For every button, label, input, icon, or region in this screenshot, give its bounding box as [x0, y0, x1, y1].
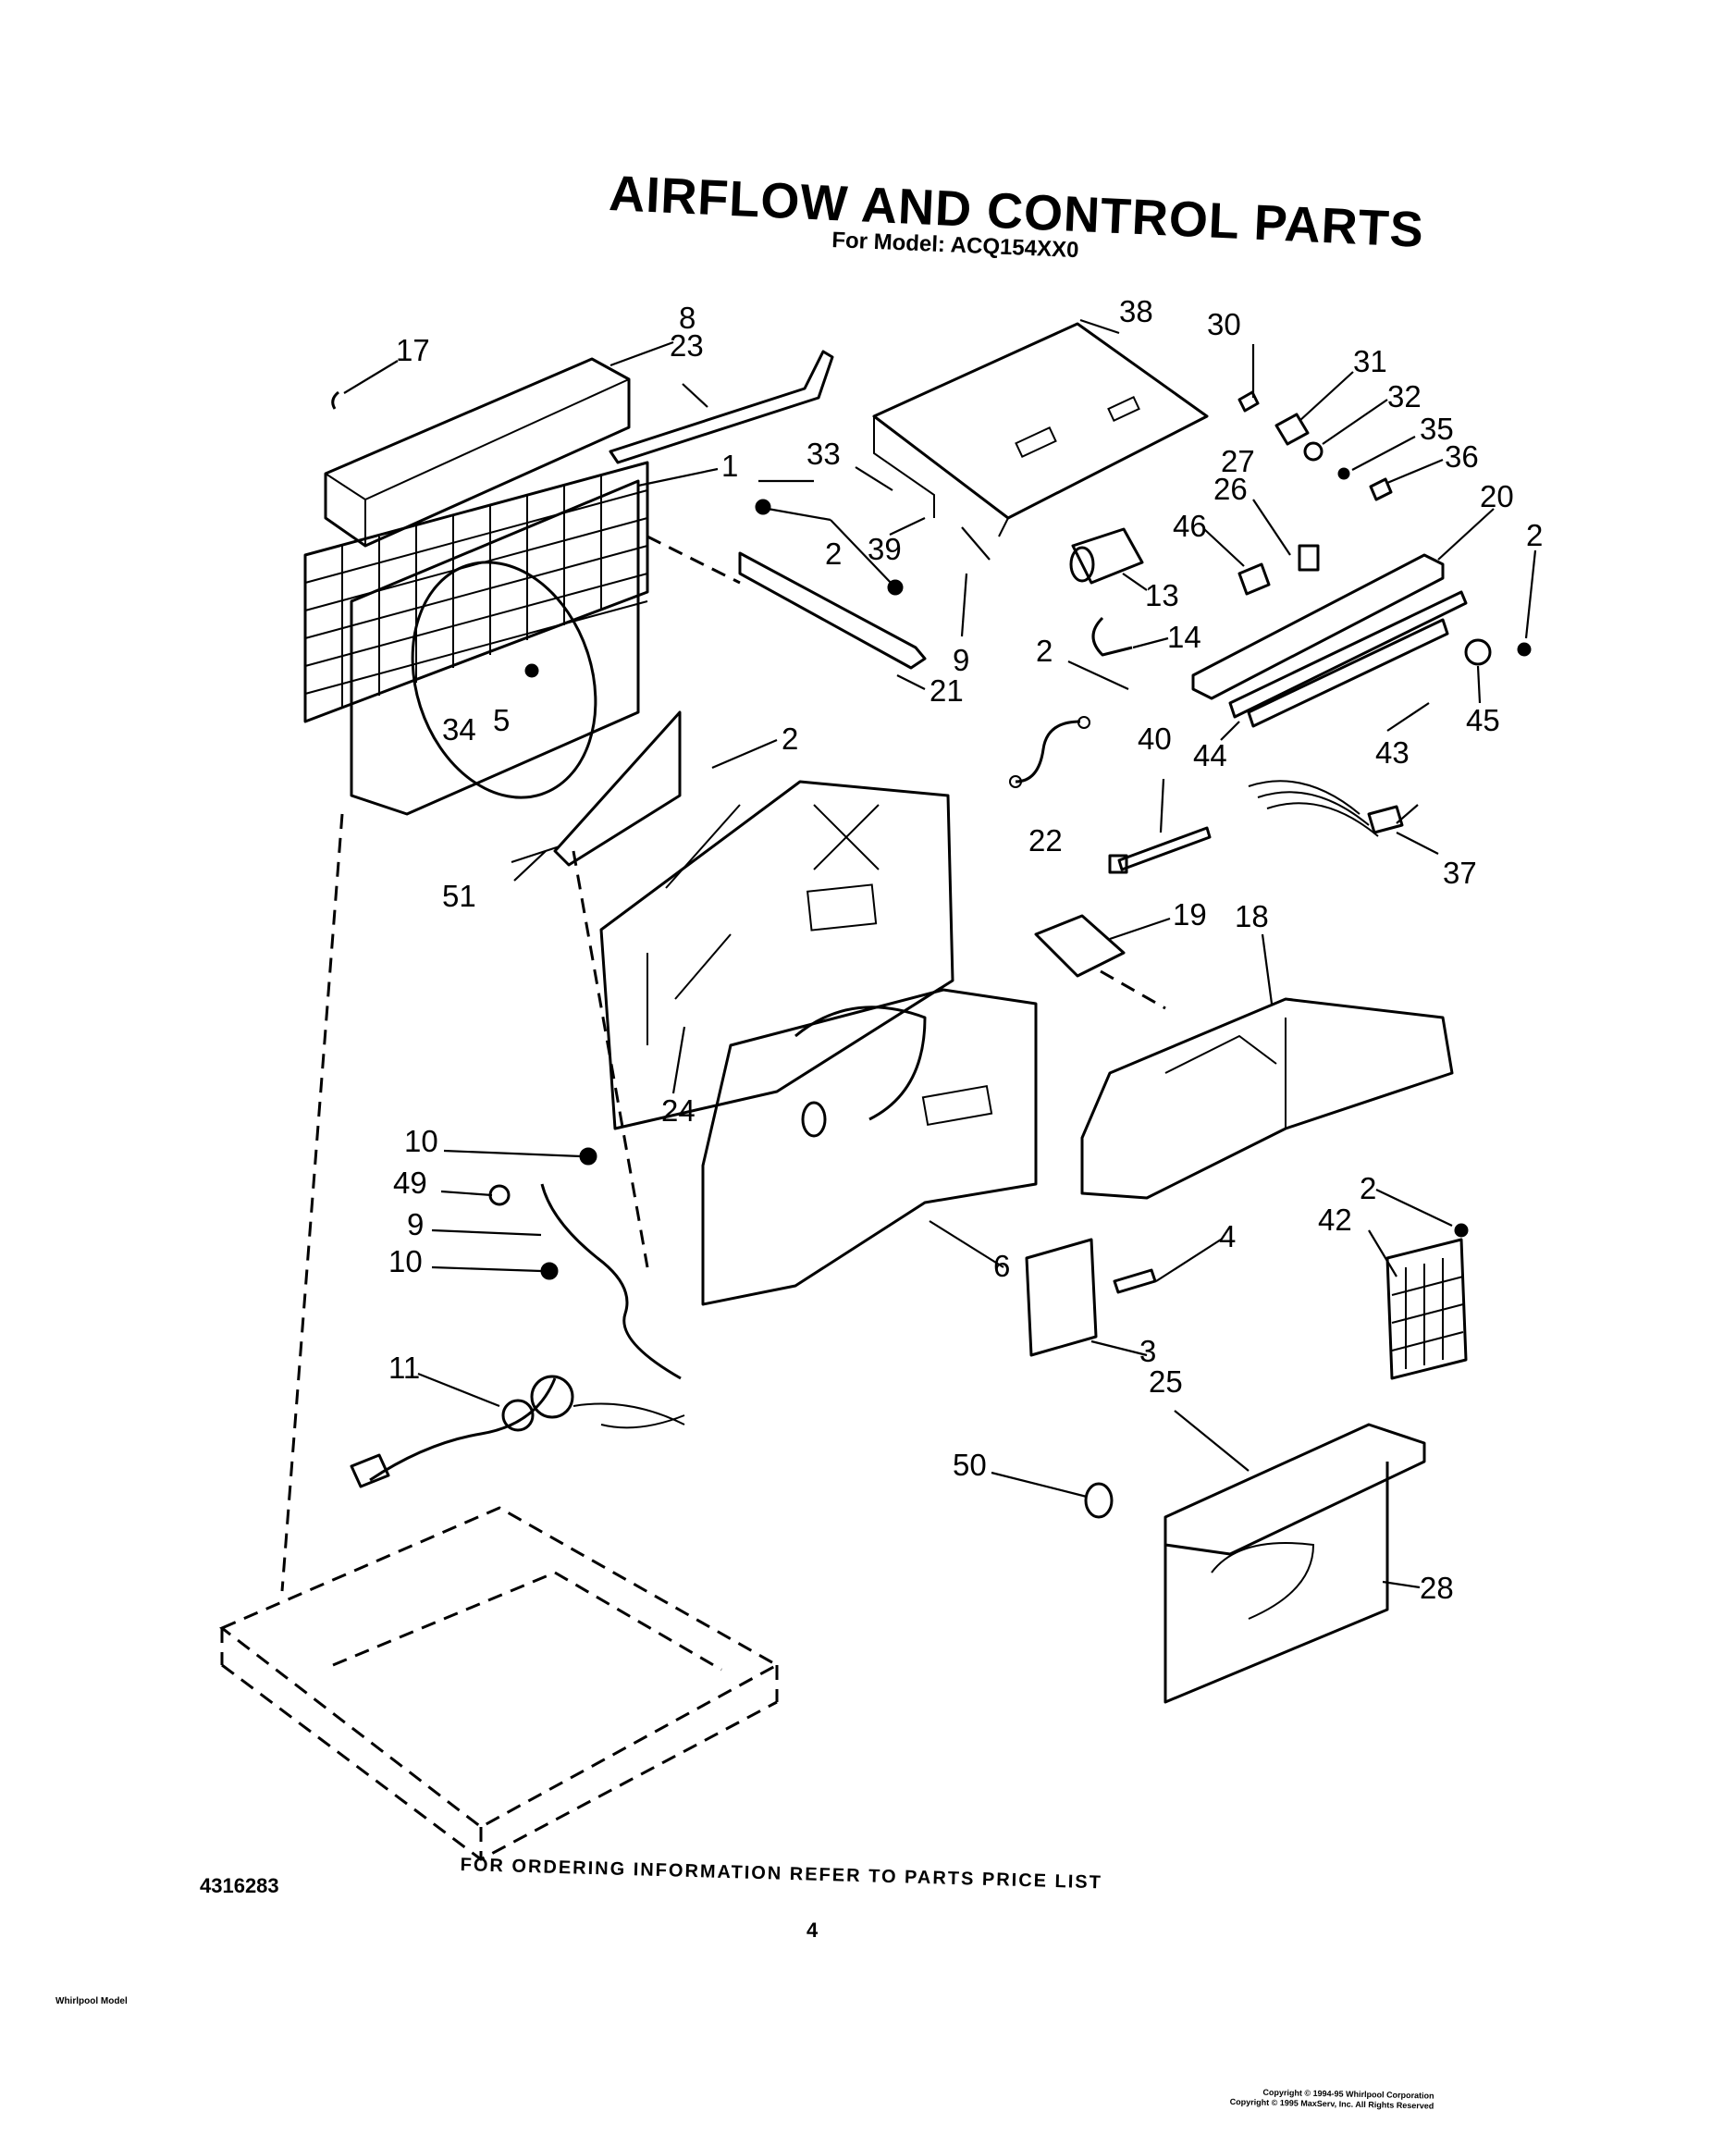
callout-33: 33	[806, 437, 841, 471]
part-9-10-49-wiring	[488, 1147, 682, 1380]
part-42-filter	[1385, 1223, 1469, 1380]
part-1-fan-shroud	[350, 479, 640, 816]
callout-9-top: 9	[953, 643, 969, 677]
callout-31: 31	[1353, 344, 1387, 378]
callout-34: 34	[442, 712, 476, 747]
part-37-wire-harness	[1248, 780, 1404, 837]
callout-28: 28	[1420, 1571, 1454, 1605]
callout-26: 26	[1213, 472, 1248, 506]
alignment-line-duct	[1100, 969, 1166, 1010]
callout-21: 21	[930, 673, 964, 708]
callout-23: 23	[670, 328, 704, 363]
page-number: 4	[806, 1919, 819, 1942]
part-3-4-bracket-screw	[1025, 1238, 1157, 1357]
part-23-strip	[609, 350, 834, 464]
part-18-duct	[1080, 997, 1454, 1200]
callout-9-left: 9	[407, 1207, 424, 1241]
callout-38: 38	[1119, 294, 1153, 328]
callout-35: 35	[1420, 412, 1454, 446]
callout-17: 17	[396, 333, 430, 367]
callout-40: 40	[1138, 722, 1172, 756]
callout-2-right: 2	[1526, 518, 1543, 552]
callout-14: 14	[1167, 620, 1201, 654]
callout-2-bracket: 2	[825, 537, 842, 571]
part-17-clip	[331, 390, 339, 410]
callout-18: 18	[1235, 899, 1269, 933]
callout-24: 24	[661, 1093, 696, 1128]
callout-19: 19	[1173, 897, 1207, 932]
part-38-control-bracket	[872, 322, 1209, 537]
part-40-pin	[1108, 826, 1212, 874]
alignment-line-top	[646, 535, 741, 585]
part-8-top-panel	[324, 357, 631, 548]
callout-2-filter: 2	[1360, 1171, 1376, 1205]
part-24-partition	[599, 780, 954, 1130]
callout-2-mid: 2	[1036, 634, 1053, 668]
callout-32: 32	[1387, 379, 1422, 413]
part-50-knob	[1084, 1482, 1114, 1519]
part-13-capacitor	[1069, 527, 1144, 585]
callout-39: 39	[868, 532, 902, 566]
callout-2-deflector: 2	[782, 722, 798, 756]
drawing-number: 4316283	[200, 1874, 279, 1897]
condenser-grille	[303, 461, 649, 723]
copyright-block: Copyright © 1994-95 Whirlpool Corporatio…	[1230, 2087, 1434, 2112]
part-6-blower-housing	[701, 988, 1038, 1306]
base-pan	[219, 1506, 781, 1861]
callout-4: 4	[1219, 1219, 1236, 1253]
callout-46: 46	[1173, 509, 1207, 543]
bottom-left-note: Whirlpool Model	[55, 1996, 128, 2006]
callout-10-bottom: 10	[388, 1244, 423, 1278]
callout-5: 5	[493, 703, 510, 737]
callout-42: 42	[1318, 1203, 1352, 1237]
callout-50: 50	[953, 1448, 987, 1482]
part-14-strap	[1091, 616, 1133, 657]
callout-36: 36	[1445, 439, 1479, 474]
callout-30: 30	[1207, 307, 1241, 341]
callout-25: 25	[1149, 1364, 1183, 1399]
part-26-46-switches	[1237, 544, 1320, 596]
part-19-bracket	[1034, 914, 1126, 978]
callout-11: 11	[388, 1351, 420, 1385]
part-30-36-control-hardware	[1237, 390, 1532, 666]
alignment-line-left	[280, 813, 344, 1592]
callout-44: 44	[1193, 738, 1227, 772]
callout-43: 43	[1375, 735, 1410, 770]
part-25-28-front-panel	[1163, 1423, 1426, 1704]
callout-20: 20	[1480, 479, 1514, 513]
callout-8: 8	[679, 301, 696, 335]
callout-37: 37	[1443, 856, 1477, 890]
part-21-bracket	[738, 499, 927, 670]
callout-51: 51	[442, 879, 476, 913]
part-20-control-housing	[1191, 553, 1468, 728]
callout-27: 27	[1221, 444, 1255, 478]
callout-labels: 17 8 23 1 38 30 31 32 35 36 33 27 26 20 …	[388, 294, 1543, 1605]
callout-13: 13	[1145, 578, 1179, 612]
callout-49: 49	[393, 1166, 427, 1200]
callout-1: 1	[721, 449, 738, 483]
callout-3: 3	[1139, 1334, 1156, 1368]
part-51-air-deflector	[553, 710, 682, 867]
callout-6: 6	[993, 1249, 1010, 1283]
part-22-wire	[1009, 716, 1090, 788]
part-11-power-cord	[350, 1375, 685, 1488]
callout-22: 22	[1028, 823, 1063, 858]
leader-lines	[343, 318, 1537, 1589]
callout-10-top: 10	[404, 1124, 438, 1158]
callout-45: 45	[1466, 703, 1500, 737]
